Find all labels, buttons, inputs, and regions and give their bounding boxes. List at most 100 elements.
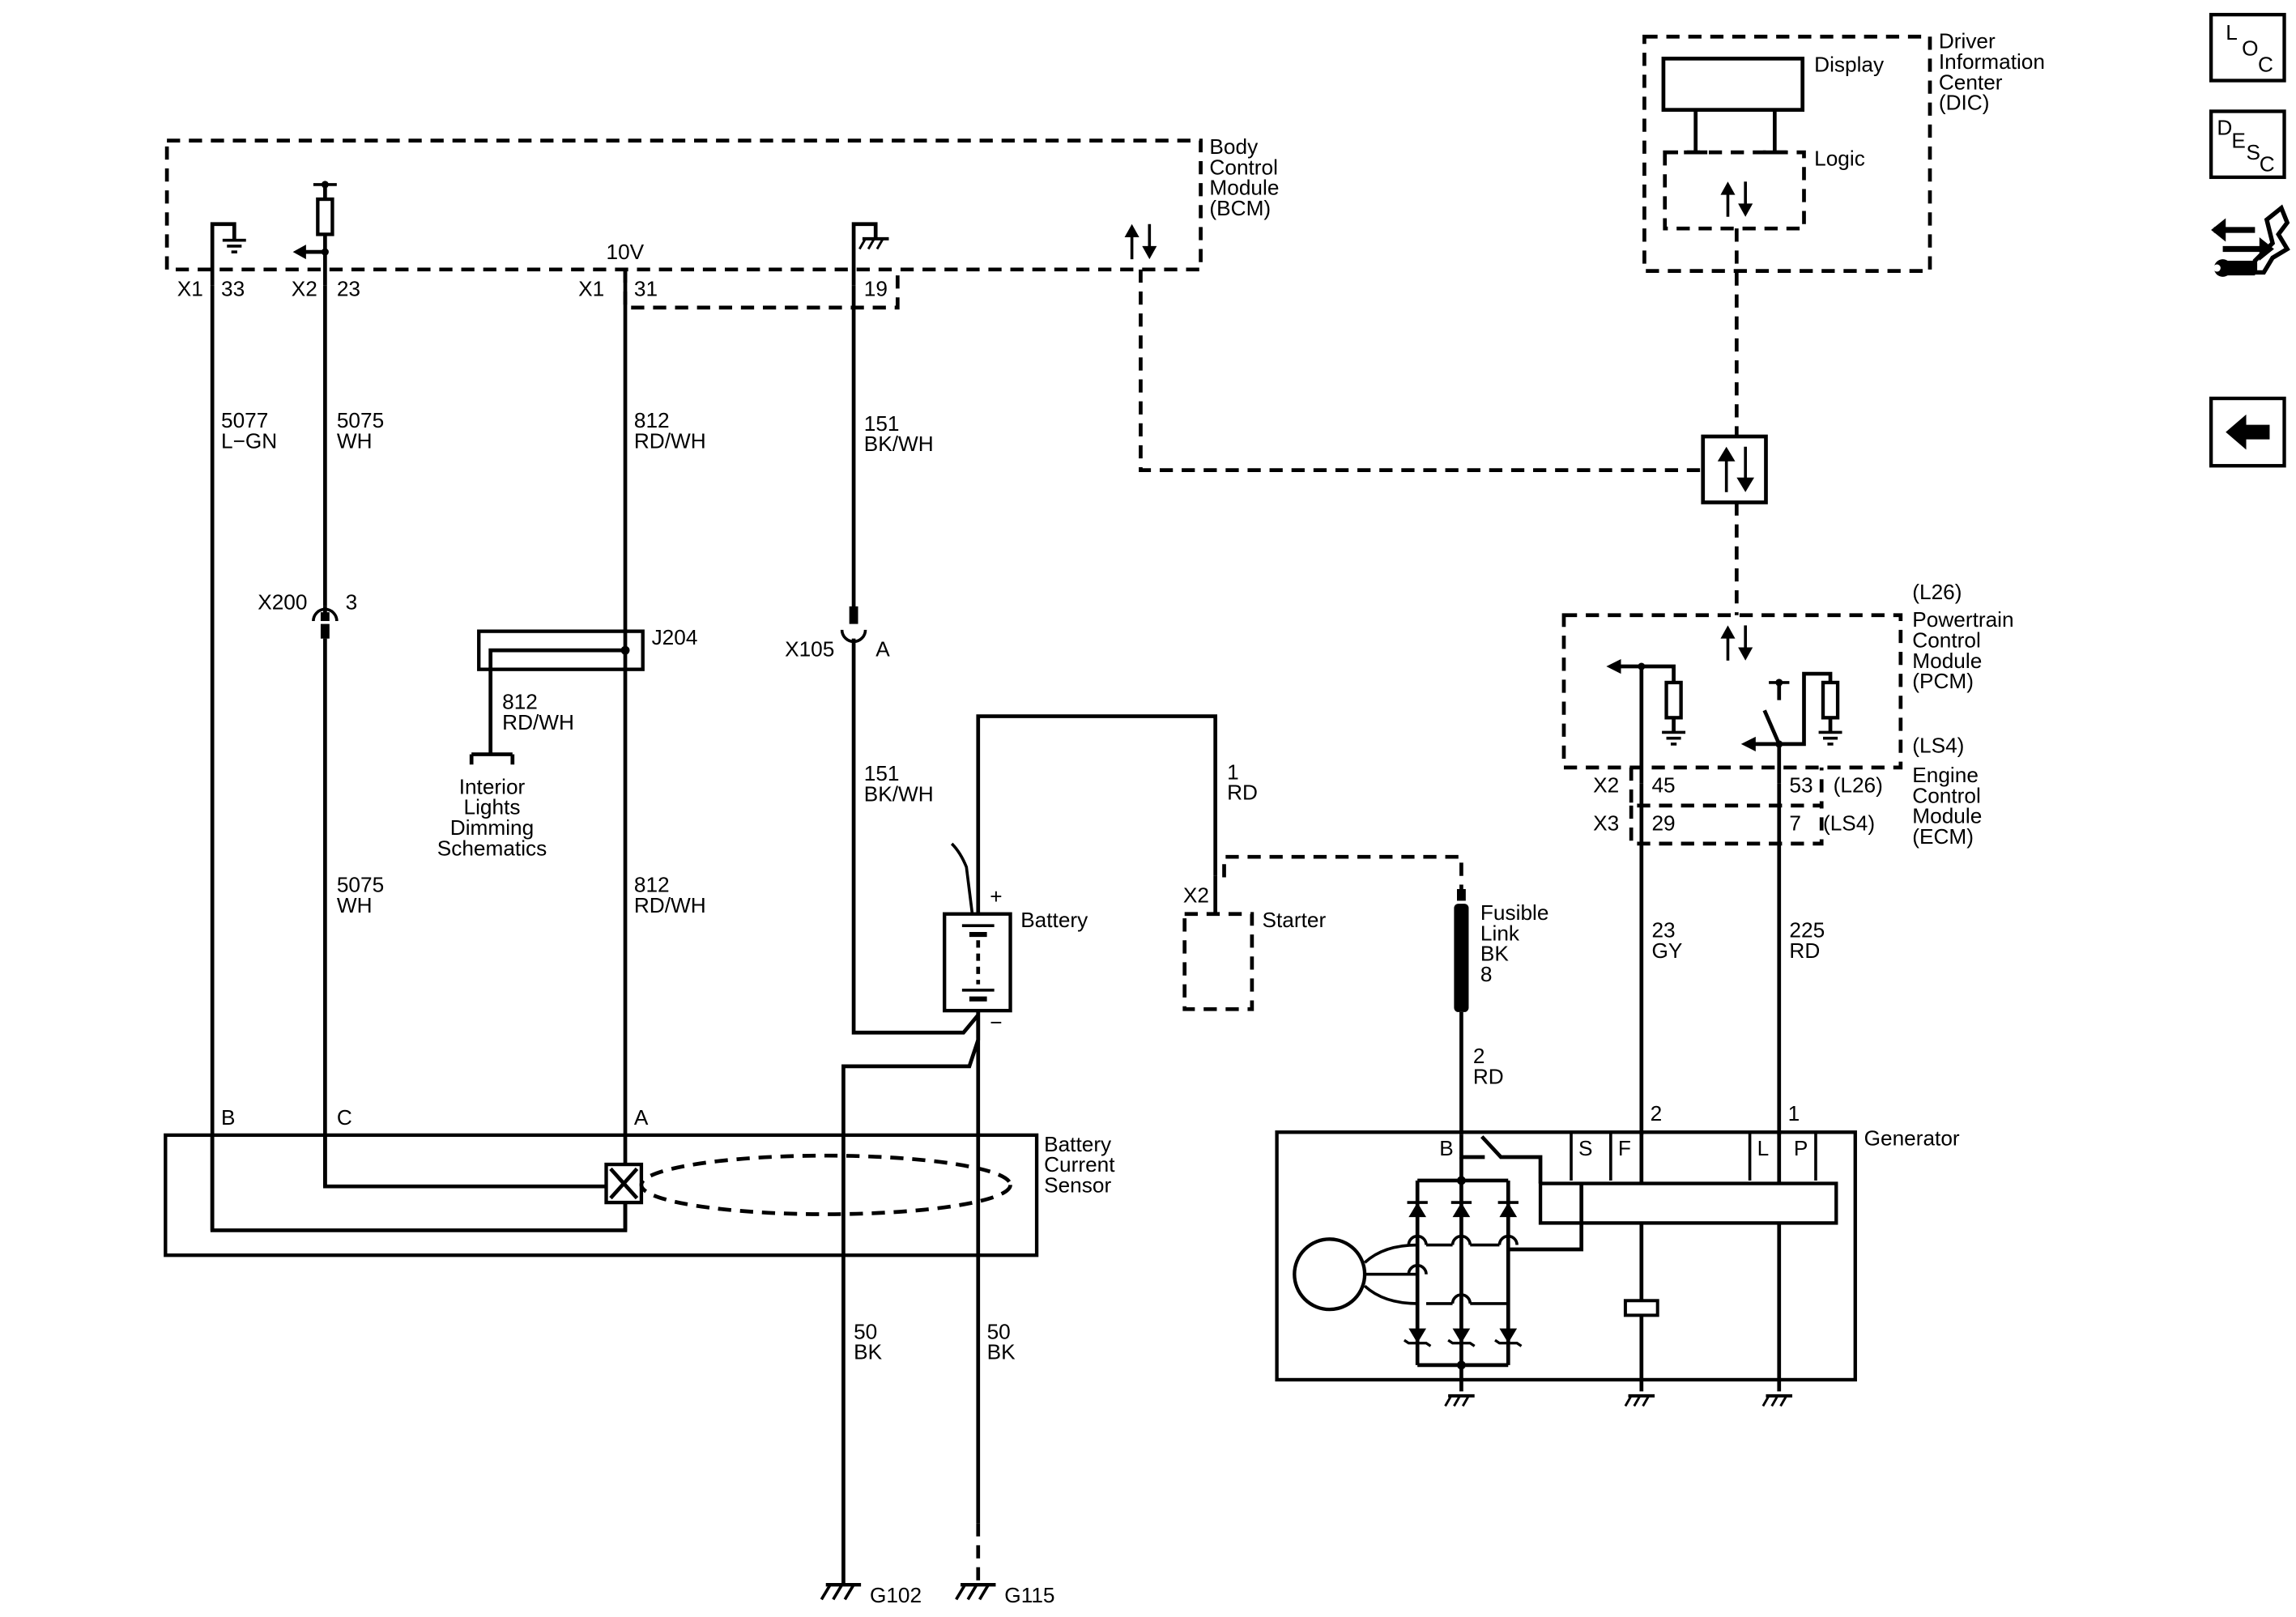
svg-text:Center: Center xyxy=(1939,70,2003,94)
svg-text:Link: Link xyxy=(1480,921,1520,945)
ecm-pin-7: 7 xyxy=(1789,811,1801,836)
svg-text:Control: Control xyxy=(1912,628,1981,653)
svg-text:E: E xyxy=(2231,129,2245,153)
ecm-label: Engine Control Module (ECM) xyxy=(1912,763,1982,849)
pcm-variant-top: (L26) xyxy=(1912,580,1962,604)
driver-information-center xyxy=(1642,34,1932,273)
generator xyxy=(1275,1130,1857,1392)
dic-logic-label: Logic xyxy=(1814,146,1865,170)
svg-text:Fusible: Fusible xyxy=(1480,900,1549,925)
svg-text:Sensor: Sensor xyxy=(1044,1172,1111,1197)
pcm-input-arrow-icon xyxy=(1740,736,1756,751)
back-button[interactable] xyxy=(2209,396,2286,468)
bcm-pin-31: 31 xyxy=(634,276,658,300)
desc-button[interactable]: D E S C xyxy=(2209,109,2286,180)
wire-23-color: GY xyxy=(1651,938,1682,963)
wire-812-b-color: RD/WH xyxy=(634,893,706,917)
ecm-x3-label: X3 xyxy=(1593,811,1619,836)
svg-text:Information: Information xyxy=(1939,49,2045,74)
battery-plus: + xyxy=(990,884,1002,908)
fusible-link xyxy=(1454,904,1469,1012)
ground-g102-label: G102 xyxy=(870,1583,922,1607)
svg-text:(PCM): (PCM) xyxy=(1912,669,1974,693)
loc-button[interactable]: L O C xyxy=(2209,12,2286,83)
svg-text:L: L xyxy=(2226,20,2238,45)
svg-text:S: S xyxy=(2247,140,2260,164)
wire-50-a-num: 50 xyxy=(854,1319,877,1343)
bcm-x1-label: X1 xyxy=(177,276,203,300)
interior-lights-label: Interior Lights Dimming Schematics xyxy=(437,774,547,860)
svg-text:C: C xyxy=(2258,53,2273,77)
bcm-voltage: 10V xyxy=(607,240,645,264)
svg-text:Control: Control xyxy=(1209,155,1278,179)
svg-text:Current: Current xyxy=(1044,1152,1115,1177)
svg-text:Schematics: Schematics xyxy=(437,836,547,860)
pcm-pin-53: 53 xyxy=(1789,773,1813,798)
bcm-input-arrow-icon xyxy=(292,245,306,260)
x105-label: X105 xyxy=(785,636,834,661)
starter-x2-label: X2 xyxy=(1183,883,1209,907)
battery-current-sensor xyxy=(164,1133,1039,1257)
wire-50-a-color: BK xyxy=(854,1340,882,1364)
ecm-ls4-tag: (LS4) xyxy=(1823,811,1875,836)
pcm-pin-45: 45 xyxy=(1651,773,1675,798)
gen-pin-2: 2 xyxy=(1651,1101,1663,1126)
j204-label: J204 xyxy=(652,625,698,649)
battery-label: Battery xyxy=(1020,908,1088,932)
svg-text:O: O xyxy=(2242,36,2258,61)
gen-terminal-l: L xyxy=(1757,1136,1770,1160)
svg-text:(DIC): (DIC) xyxy=(1939,91,1990,115)
connector-x105 xyxy=(840,606,867,644)
svg-text:Powertrain: Powertrain xyxy=(1912,607,2013,632)
bcm-pullup-resistor xyxy=(316,197,334,236)
ecm-pin-29: 29 xyxy=(1651,811,1675,836)
bcm-pin-33: 33 xyxy=(221,276,245,300)
bcm-signal-ground-icon xyxy=(221,238,248,253)
desc-icon: D E S C xyxy=(2217,115,2274,176)
dic-display-label: Display xyxy=(1814,53,1885,77)
svg-text:Body: Body xyxy=(1209,134,1259,159)
wire-1-num: 1 xyxy=(1227,760,1239,784)
wire-2-num: 2 xyxy=(1473,1044,1485,1068)
ground-g102-icon xyxy=(821,1585,861,1599)
wrench-arrows-icon xyxy=(2211,204,2290,277)
svg-text:D: D xyxy=(2217,115,2232,139)
wire-5077-color: L−GN xyxy=(221,429,277,453)
x200-pin: 3 xyxy=(346,589,358,614)
bcm-pin-19: 19 xyxy=(864,276,888,300)
ground-g115-label: G115 xyxy=(1004,1583,1054,1607)
bcs-pin-c: C xyxy=(337,1105,352,1130)
fusible-link-label: Fusible Link BK 8 xyxy=(1480,900,1549,986)
wire-225-color: RD xyxy=(1789,938,1820,963)
connector-x200 xyxy=(312,606,339,639)
gen-pin-1: 1 xyxy=(1788,1101,1800,1126)
ground-g115-icon xyxy=(956,1585,996,1599)
powertrain-control-module xyxy=(1561,613,1903,846)
bcm-pin-23: 23 xyxy=(337,276,360,300)
svg-text:Interior: Interior xyxy=(459,774,526,798)
gen-terminal-b: B xyxy=(1439,1136,1453,1160)
body-control-module: Body Control Module (BCM) X1 33 X2 23 xyxy=(164,134,1279,310)
svg-text:Battery: Battery xyxy=(1044,1132,1112,1156)
x200-label: X200 xyxy=(258,589,307,614)
pcm-serial-arrows-icon xyxy=(1720,625,1753,661)
svg-text:8: 8 xyxy=(1480,962,1493,986)
generator-label: Generator xyxy=(1864,1126,1960,1151)
dic-logic-arrows-icon xyxy=(1720,181,1753,217)
starter-label: Starter xyxy=(1263,908,1327,932)
wire-1-color: RD xyxy=(1227,781,1258,805)
wire-50-b-num: 50 xyxy=(987,1319,1011,1343)
svg-text:Module: Module xyxy=(1209,176,1279,200)
gen-terminal-f: F xyxy=(1618,1136,1631,1160)
wire-812-j204-num: 812 xyxy=(502,689,538,713)
pcm-output-arrow-icon xyxy=(1606,658,1621,674)
serial-data-gateway xyxy=(1701,434,1768,504)
bcm-serial-data-arrows-icon xyxy=(1124,223,1157,260)
svg-text:(BCM): (BCM) xyxy=(1209,196,1271,220)
svg-text:(ECM): (ECM) xyxy=(1912,824,1974,849)
wire-812-b-num: 812 xyxy=(634,873,670,897)
wire-151-b-num: 151 xyxy=(864,761,900,785)
tools-button[interactable] xyxy=(2211,204,2290,277)
wire-2-color: RD xyxy=(1473,1065,1504,1089)
bcm-label: Body Control Module (BCM) xyxy=(1209,134,1279,220)
